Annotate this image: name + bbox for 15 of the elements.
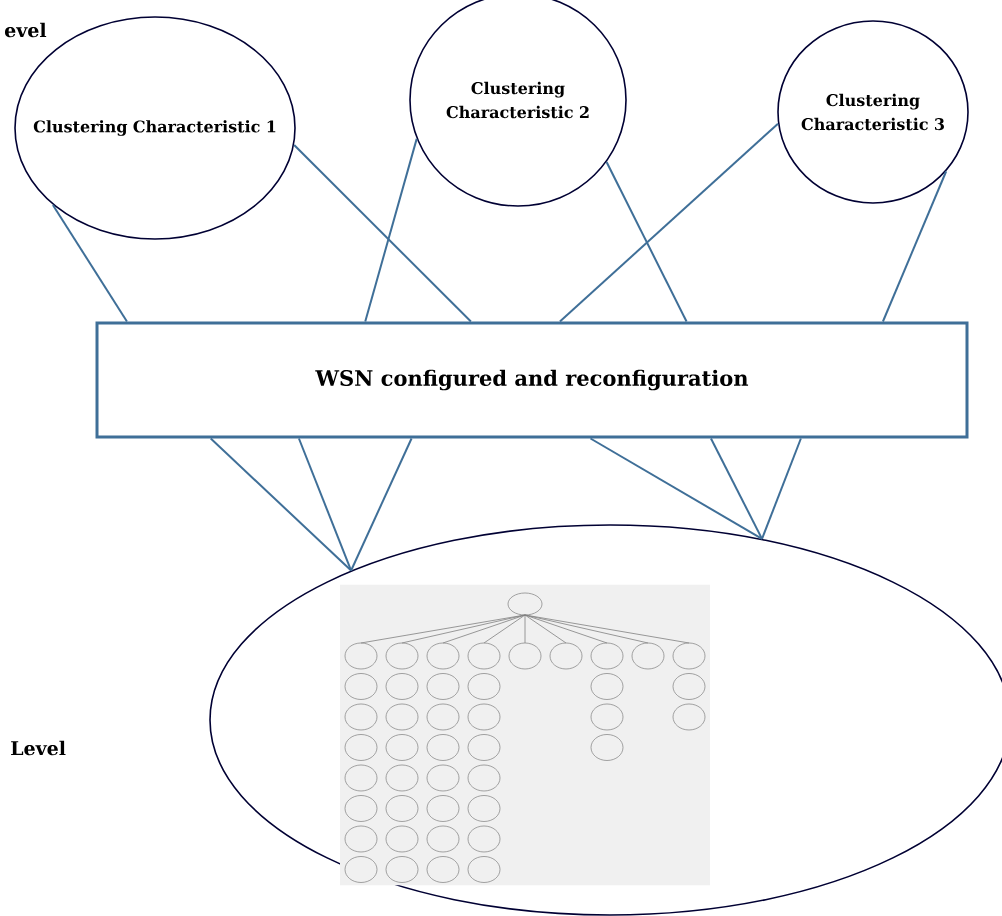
connector-line (364, 137, 418, 323)
connector-line (605, 161, 688, 323)
connector-line (51, 203, 128, 323)
connector-line (209, 437, 353, 572)
connector-line (589, 437, 763, 540)
connector-line (558, 122, 779, 323)
connector-line (881, 170, 948, 323)
level-label: Level (11, 740, 66, 756)
connector-line (761, 437, 802, 540)
process-box: WSN configured and reconfiguration (95, 321, 969, 439)
connector-line (293, 144, 472, 323)
connector-line (297, 437, 353, 572)
connector-line (350, 437, 413, 572)
connector-line (709, 437, 763, 540)
network-tree-drawing (340, 584, 710, 886)
